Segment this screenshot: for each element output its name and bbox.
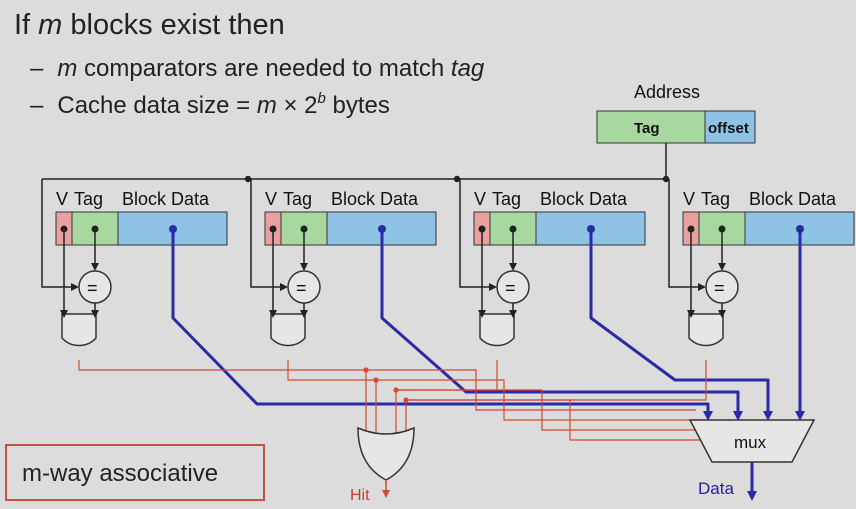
mux xyxy=(688,419,816,463)
address-label: Address xyxy=(634,82,700,102)
way-2-address-wire xyxy=(459,179,497,291)
way-0-data-header: Block Data xyxy=(122,189,210,209)
way-1-comparator-symbol: = xyxy=(296,278,307,298)
way-0-and-gate xyxy=(61,313,97,347)
way-1-tag-header: Tag xyxy=(283,189,312,209)
way-2-hit-junction xyxy=(393,387,399,393)
way-0-hit-wire xyxy=(78,360,367,436)
way-3-data-header: Block Data xyxy=(749,189,837,209)
assoc-label: m-way associative xyxy=(22,460,218,487)
bus-junction xyxy=(244,175,252,183)
way-3-select-wire xyxy=(406,399,708,441)
way-1-address-wire xyxy=(250,179,288,291)
way-3-hit-junction xyxy=(403,397,409,403)
way-2-tag-header: Tag xyxy=(492,189,521,209)
way-1-and-gate xyxy=(270,313,306,347)
way-3-tag-header: Tag xyxy=(701,189,730,209)
way-1-valid-header: V xyxy=(265,189,277,209)
way-0-valid-header: V xyxy=(56,189,68,209)
address-tag-field xyxy=(596,110,706,144)
bus-junction xyxy=(453,175,461,183)
way-2-data-header: Block Data xyxy=(540,189,628,209)
way-2-and-gate xyxy=(479,313,515,347)
or-gate xyxy=(357,426,415,481)
data-label: Data xyxy=(698,479,734,498)
address-offset-field xyxy=(704,110,756,144)
way-1-data-wire xyxy=(380,229,743,421)
way-2-data-wire xyxy=(589,229,773,421)
assoc-box xyxy=(5,444,265,501)
bullet-comparators: –m comparators are needed to match tag xyxy=(30,55,485,82)
address-offset-label: offset xyxy=(708,120,749,137)
bullet-cache-size: –Cache data size = m × 2b bytes xyxy=(30,90,390,119)
way-1-data-header: Block Data xyxy=(331,189,419,209)
way-3-comparator-symbol: = xyxy=(714,278,725,298)
way-1-hit-junction xyxy=(373,377,379,383)
bus-junction xyxy=(662,175,670,183)
way-0-address-wire xyxy=(41,179,79,291)
hit-label: Hit xyxy=(350,487,370,504)
way-1-hit-wire xyxy=(287,360,377,436)
way-0-tag-header: Tag xyxy=(74,189,103,209)
slide-title: If m blocks exist then xyxy=(14,9,285,41)
way-2-comparator-symbol: = xyxy=(505,278,516,298)
way-3-valid-header: V xyxy=(683,189,695,209)
way-3-address-wire xyxy=(668,179,706,291)
address-tag-label: Tag xyxy=(634,120,660,137)
way-0-hit-junction xyxy=(363,367,369,373)
way-0-data-wire xyxy=(171,229,713,421)
way-2-hit-wire xyxy=(395,360,498,436)
mux-label: mux xyxy=(734,433,767,452)
way-2-valid-header: V xyxy=(474,189,486,209)
way-2-select-wire xyxy=(396,389,704,431)
way-3-and-gate xyxy=(688,313,724,347)
way-0-comparator-symbol: = xyxy=(87,278,98,298)
